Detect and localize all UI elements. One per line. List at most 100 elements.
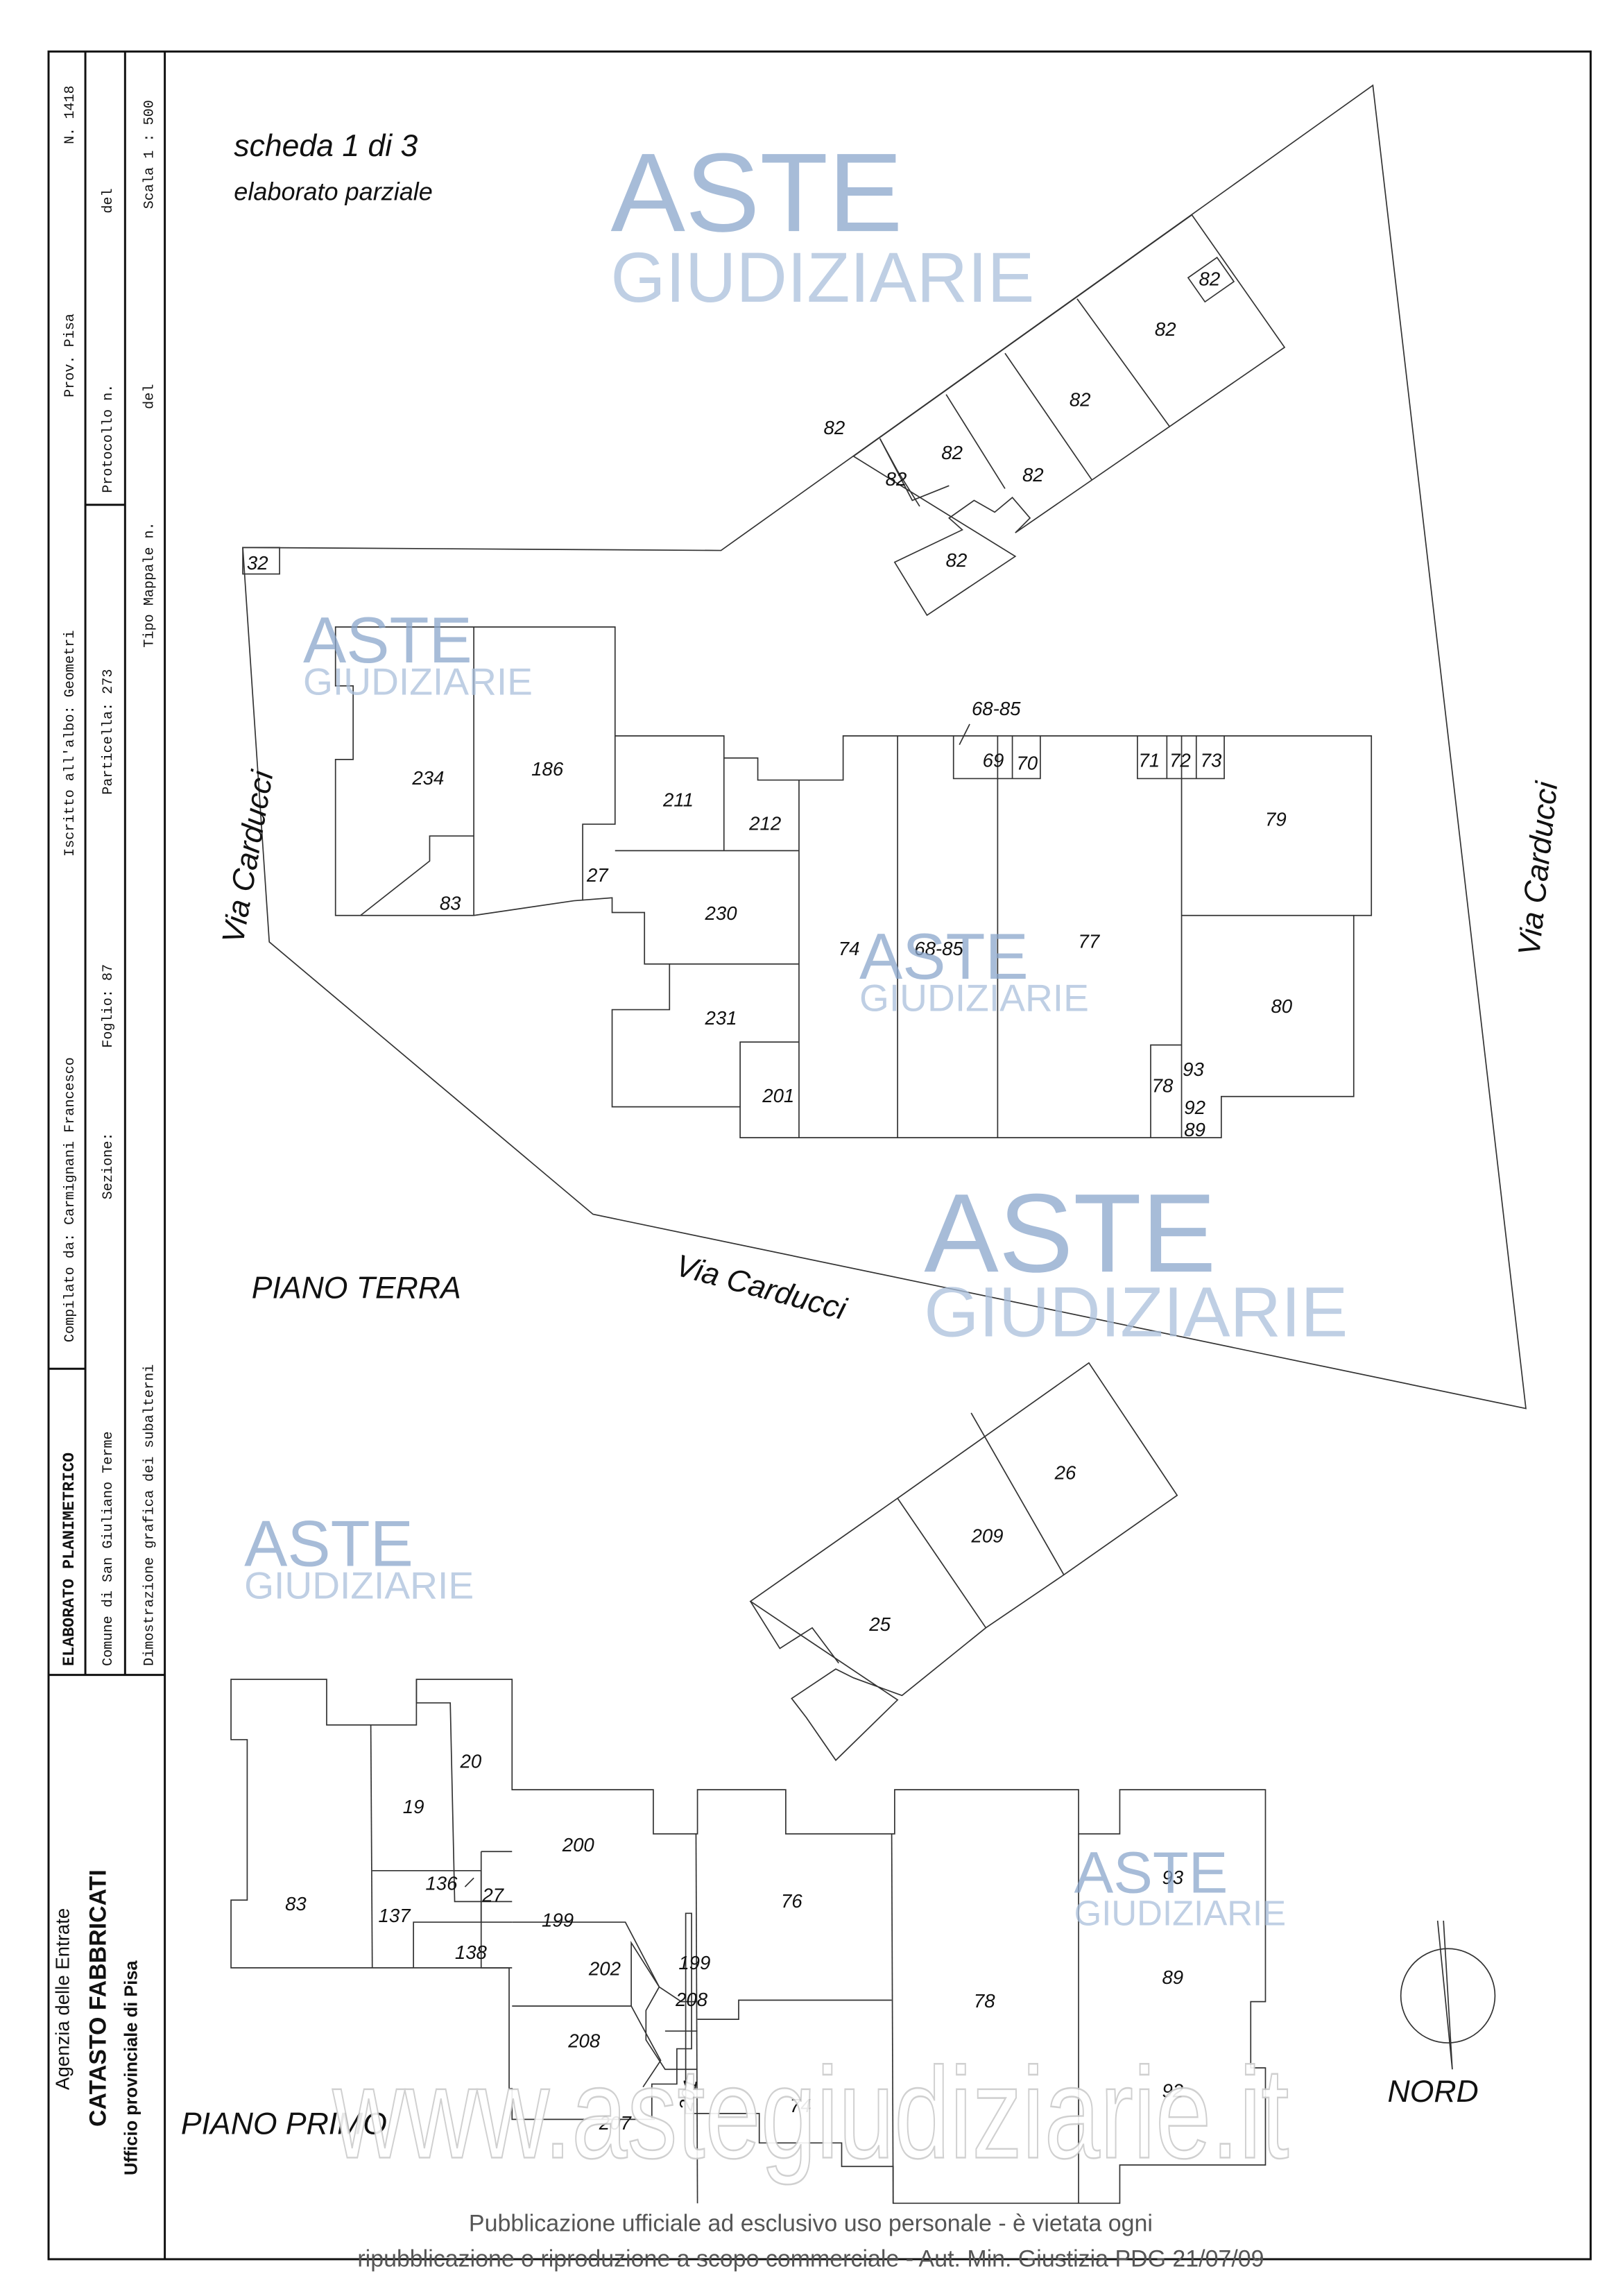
unit-label: 70 <box>1016 753 1038 774</box>
unit-label: 73 <box>1201 749 1222 771</box>
watermark-logo: ASTE GIUDIZIARIE ASTE GIUDIZIARIE ASTE G… <box>244 130 1348 1933</box>
unit-label: 82 <box>946 549 968 571</box>
unit-label: 82 <box>1022 464 1044 486</box>
unit-label: 208 <box>675 1989 708 2010</box>
unit-label: 69 <box>983 749 1004 771</box>
parcel: Particella: 273 <box>101 669 117 794</box>
unit-label: 72 <box>1169 749 1191 771</box>
floor-label-first: PIANO PRIMO <box>181 2107 387 2141</box>
svg-text:ASTE: ASTE <box>859 920 1029 993</box>
agency-name: Agenzia delle Entrate <box>52 1908 74 2090</box>
document-title: ELABORATO PLANIMETRICO <box>61 1453 79 1666</box>
svg-text:ASTE: ASTE <box>303 603 472 676</box>
unit-label: 82 <box>1070 389 1091 411</box>
footer-notice-1: Pubblicazione ufficiale ad esclusivo uso… <box>469 2211 1153 2237</box>
unit-label: 199 <box>678 1952 710 1973</box>
ground-floor-plan <box>242 84 1527 1761</box>
ground-floor-labels: 82 82 82 82 82 82 82 82 32 234 186 83 27… <box>247 268 1293 1635</box>
unit-label: 76 <box>781 1890 802 1912</box>
unit-label: 32 <box>247 552 268 574</box>
agency-block: Agenzia delle Entrate CATASTO FABBRICATI… <box>52 1869 141 2175</box>
unit-label: 138 <box>455 1942 488 1963</box>
unit-label: 137 <box>379 1905 412 1926</box>
unit-label: 93 <box>1183 1059 1204 1080</box>
footer-notice-2: ripubblicazione o riproduzione a scopo c… <box>357 2246 1264 2272</box>
protocol: Protocollo n. <box>101 384 117 493</box>
unit-label: 201 <box>762 1085 794 1106</box>
unit-label: 82 <box>824 417 845 438</box>
compiled-by: Compilato da: Carmignani Francesco <box>62 1057 78 1342</box>
unit-label: 82 <box>1155 318 1176 340</box>
section: Sezione: <box>101 1133 117 1200</box>
unit-label: 68-85 <box>914 938 963 959</box>
unit-label: 25 <box>868 1613 891 1635</box>
title-strip: N. 1418 Prov. Pisa Iscritto all'albo: Ge… <box>61 85 158 1666</box>
sheet-number: N. 1418 <box>62 85 78 144</box>
unit-label: 79 <box>1265 808 1287 830</box>
unit-label: 74 <box>839 938 860 959</box>
unit-label: 82 <box>1199 268 1221 290</box>
unit-label: 71 <box>1139 749 1160 771</box>
unit-label: 92 <box>1162 2080 1183 2102</box>
unit-label: 231 <box>705 1007 737 1029</box>
street-name: Via Carducci <box>672 1249 850 1327</box>
unit-label: 230 <box>705 902 738 924</box>
svg-text:GIUDIZIARIE: GIUDIZIARIE <box>244 1563 474 1607</box>
del-label-2: del <box>142 384 158 409</box>
unit-label: 208 <box>567 2030 601 2051</box>
svg-text:ASTE: ASTE <box>610 130 902 255</box>
unit-label: 186 <box>531 758 564 780</box>
registered: Iscritto all'albo: Geometri <box>62 631 78 857</box>
unit-label: 20 <box>460 1750 482 1772</box>
svg-text:GIUDIZIARIE: GIUDIZIARIE <box>859 977 1089 1020</box>
unit-label: 207 <box>599 2112 633 2134</box>
unit-label: 27 <box>586 864 609 886</box>
agency-department: CATASTO FABBRICATI <box>85 1869 112 2127</box>
unit-label: 74 <box>790 2095 812 2116</box>
svg-text:GIUDIZIARIE: GIUDIZIARIE <box>1074 1893 1286 1933</box>
unit-label: 78 <box>1152 1074 1174 1096</box>
unit-label: 202 <box>588 1957 621 1979</box>
scale: Scala 1 : 500 <box>142 100 158 209</box>
svg-text:ASTE: ASTE <box>244 1507 413 1580</box>
north-label: NORD <box>1388 2075 1479 2109</box>
unit-label: 78 <box>974 1990 995 2012</box>
unit-label: 80 <box>1271 995 1292 1017</box>
svg-text:GIUDIZIARIE: GIUDIZIARIE <box>610 238 1034 317</box>
unit-label: 89 <box>1184 1119 1205 1140</box>
province: Prov. Pisa <box>62 314 78 397</box>
sheet-label: scheda 1 di 3 <box>234 129 418 163</box>
unit-label: 27 <box>481 1884 504 1905</box>
street-name: Via Carducci <box>216 767 280 946</box>
unit-label: 68-85 <box>972 698 1021 719</box>
unit-label: 92 <box>1184 1097 1205 1118</box>
map-type: Tipo Mappale n. <box>142 522 158 647</box>
unit-label: 211 <box>662 789 694 811</box>
north-arrow-icon <box>1400 1920 1496 2070</box>
sheet-subtitle: elaborato parziale <box>234 178 433 206</box>
floor-label-ground: PIANO TERRA <box>252 1271 461 1305</box>
unit-label: 82 <box>886 468 907 490</box>
svg-text:GIUDIZIARIE: GIUDIZIARIE <box>924 1273 1348 1352</box>
watermark-url: www.astegiudiziarie.it <box>332 2041 1289 2186</box>
unit-label: 93 <box>1162 1867 1183 1888</box>
del-label: del <box>101 188 117 213</box>
unit-label: 77 <box>1079 930 1101 952</box>
unit-label: 199 <box>542 1909 574 1930</box>
sheet-foglio: Foglio: 87 <box>101 964 117 1048</box>
first-floor-plan <box>230 1679 1266 2204</box>
street-name: Via Carducci <box>1512 780 1564 958</box>
unit-label: 83 <box>440 892 461 914</box>
svg-text:GIUDIZIARIE: GIUDIZIARIE <box>303 660 533 703</box>
unit-label: 234 <box>411 767 444 789</box>
unit-label: 19 <box>403 1796 424 1817</box>
unit-label: 200 <box>562 1834 595 1856</box>
municipality: Comune di San Giuliano Terme <box>101 1431 117 1665</box>
agency-office: Ufficio provinciale di Pisa <box>121 1960 141 2175</box>
svg-text:ASTE: ASTE <box>924 1171 1216 1296</box>
unit-label: 83 <box>285 1893 307 1914</box>
frame <box>47 50 1592 2261</box>
unit-label: 26 <box>1054 1462 1076 1483</box>
demonstration: Dimostrazione grafica dei subalterni <box>142 1364 158 1666</box>
